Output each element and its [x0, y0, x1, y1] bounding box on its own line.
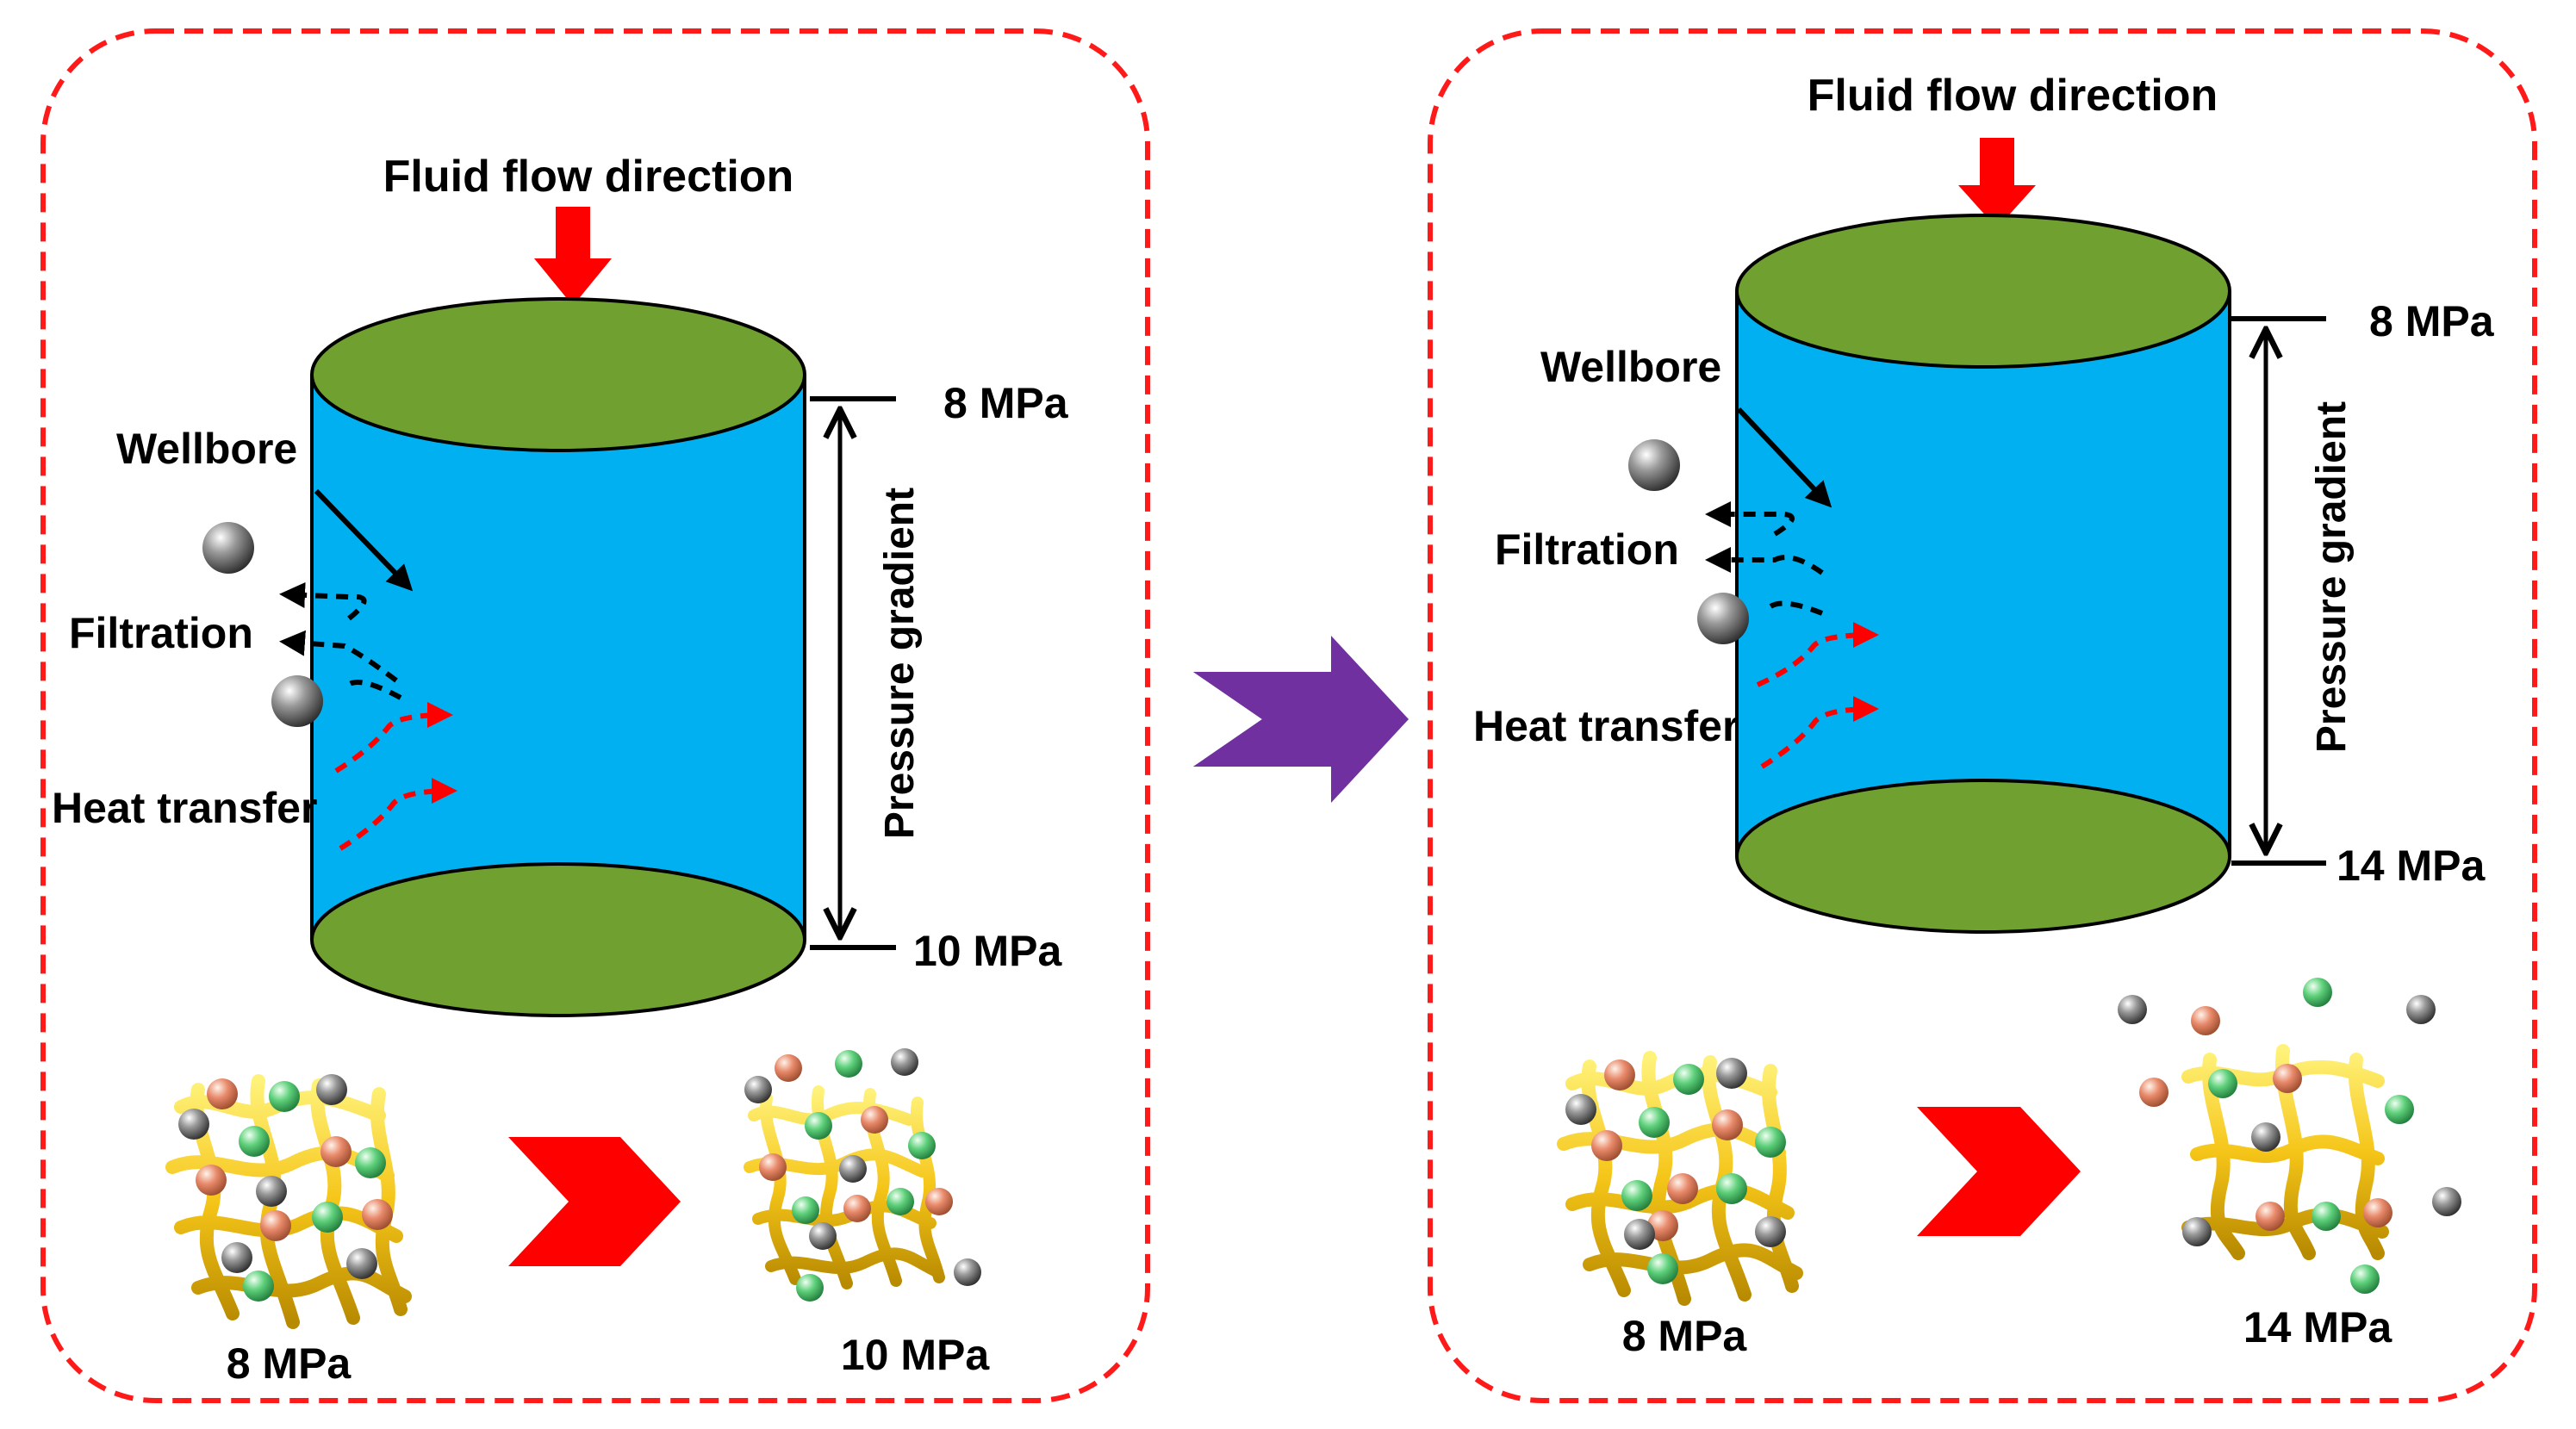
left-panel-border — [40, 28, 1150, 1403]
right-wellbore-arrow — [1736, 407, 1832, 508]
left-particle-sphere-icon — [202, 522, 254, 574]
left-wellbore-label: Wellbore — [116, 425, 297, 473]
left-network-arrow-icon — [508, 1137, 681, 1266]
right-pressure-top-label: 8 MPa — [2369, 297, 2495, 345]
right-cylinder — [1735, 214, 2231, 934]
right-filtration-arrow — [1705, 501, 1795, 537]
right-gradient-label: Pressure gradient — [2309, 401, 2355, 753]
left-heat-arrow — [334, 702, 453, 774]
right-flow-arrow-icon — [1958, 138, 2036, 228]
left-pressure-gradient: 8 MPa 10 MPa Pressure gradient — [810, 379, 1069, 975]
left-particle-sphere-icon — [271, 675, 323, 727]
left-network-before-label: 8 MPa — [227, 1339, 352, 1388]
right-flow-label: Fluid flow direction — [1808, 71, 2218, 121]
left-pressure-bottom-label: 10 MPa — [913, 927, 1063, 975]
right-cylinder-top-cap — [1735, 214, 2231, 369]
right-wellbore-label: Wellbore — [1540, 343, 1721, 391]
right-heat-arrow — [1760, 696, 1879, 769]
left-network-before — [165, 1074, 412, 1329]
right-particle-sphere-icon — [1628, 439, 1680, 491]
left-cylinder-bottom-cap — [310, 862, 806, 1017]
right-panel-border — [1428, 28, 2537, 1403]
left-heat-arrow — [339, 778, 457, 851]
right-particle-sphere-icon — [1697, 593, 1749, 644]
right-filtration-label: Filtration — [1495, 525, 1679, 574]
left-flow-label: Fluid flow direction — [383, 152, 794, 202]
right-cylinder-bottom-cap — [1735, 779, 2231, 934]
left-cylinder-top-cap — [310, 297, 806, 452]
left-pressure-top-label: 8 MPa — [943, 379, 1069, 427]
right-network-before — [1557, 1051, 1803, 1306]
right-pressure-gradient: 8 MPa 14 MPa Pressure gradient — [2231, 297, 2495, 890]
right-network-arrow-icon — [1917, 1107, 2081, 1236]
right-cylinder-body — [1737, 291, 2230, 856]
right-filtration-arrow — [1705, 547, 1824, 575]
left-cylinder — [310, 297, 806, 1017]
right-heat-arrow — [1756, 622, 1879, 687]
left-gradient-label: Pressure gradient — [877, 488, 923, 839]
left-network-after — [744, 1048, 981, 1302]
right-network-after — [2118, 978, 2461, 1294]
right-panel: Fluid flow direction 8 MPa 14 MPa Pressu… — [1428, 28, 2537, 1403]
left-network-after-label: 10 MPa — [841, 1331, 991, 1379]
right-heat-label: Heat transfer — [1473, 702, 1739, 750]
left-panel: Fluid flow direction 8 MPa 10 MPa Pressu… — [40, 28, 1150, 1403]
right-pressure-bottom-label: 14 MPa — [2336, 842, 2486, 890]
left-cylinder-body — [312, 375, 805, 940]
right-network-before-label: 8 MPa — [1622, 1312, 1748, 1360]
left-flow-arrow-icon — [534, 207, 612, 306]
left-filtration-arrow — [279, 630, 398, 683]
right-network-after-label: 14 MPa — [2243, 1303, 2393, 1351]
left-filtration-arrow — [279, 581, 367, 621]
left-filtration-label: Filtration — [69, 609, 253, 657]
left-heat-label: Heat transfer — [52, 784, 317, 832]
left-wellbore-arrow — [314, 488, 414, 592]
